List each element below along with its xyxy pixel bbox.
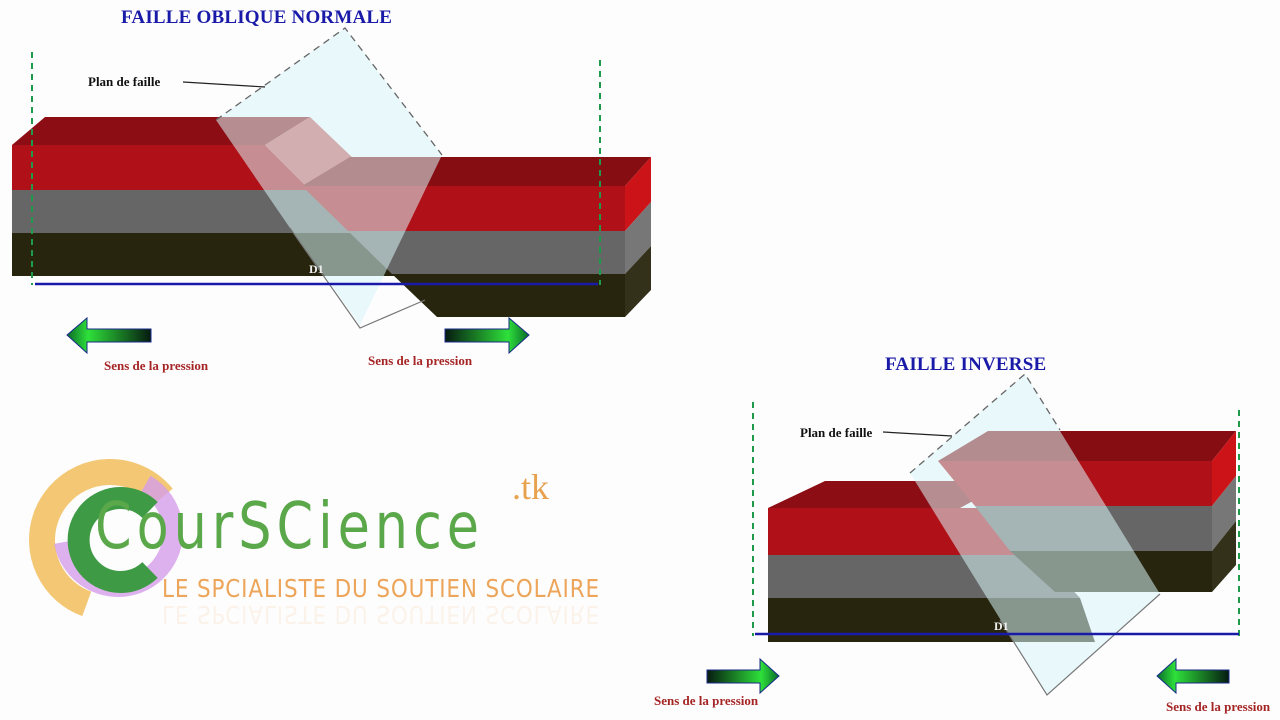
pressure-arrow-right-icon [444, 316, 530, 355]
logo-tagline-reflection: LE SPCIALISTE DU SOUTIEN SCOLAIRE [162, 600, 601, 629]
fault-plane [910, 374, 1160, 695]
logo-wordmark: CourSCience [95, 490, 484, 564]
normal-fault-title: FAILLE OBLIQUE NORMALE [121, 7, 393, 28]
fault-plane-label: Plan de faille [88, 74, 161, 89]
pressure-arrow-left-icon [66, 316, 152, 355]
logo-emblem-icon [29, 459, 191, 621]
reverse-fault-title: FAILLE INVERSE [885, 354, 1047, 375]
reverse-fault-diagram [706, 373, 1240, 696]
pressure-arrow-right-icon [706, 657, 780, 695]
pressure-label-right: Sens de la pression [1166, 699, 1271, 714]
logo-tagline: LE SPCIALISTE DU SOUTIEN SCOLAIRE [162, 574, 601, 603]
pressure-label-left: Sens de la pression [104, 358, 209, 373]
fault-plane-label: Plan de faille [800, 425, 873, 440]
distance-label: D1 [994, 619, 1009, 633]
normal-fault-diagram [12, 27, 651, 355]
pressure-label-right: Sens de la pression [368, 353, 473, 368]
fault-plane [216, 28, 442, 325]
pressure-arrow-left-icon [1156, 657, 1230, 695]
left-block [12, 117, 400, 276]
distance-label: D1 [309, 262, 324, 276]
pressure-label-left: Sens de la pression [654, 693, 759, 708]
logo-tld: .tk [512, 467, 550, 507]
